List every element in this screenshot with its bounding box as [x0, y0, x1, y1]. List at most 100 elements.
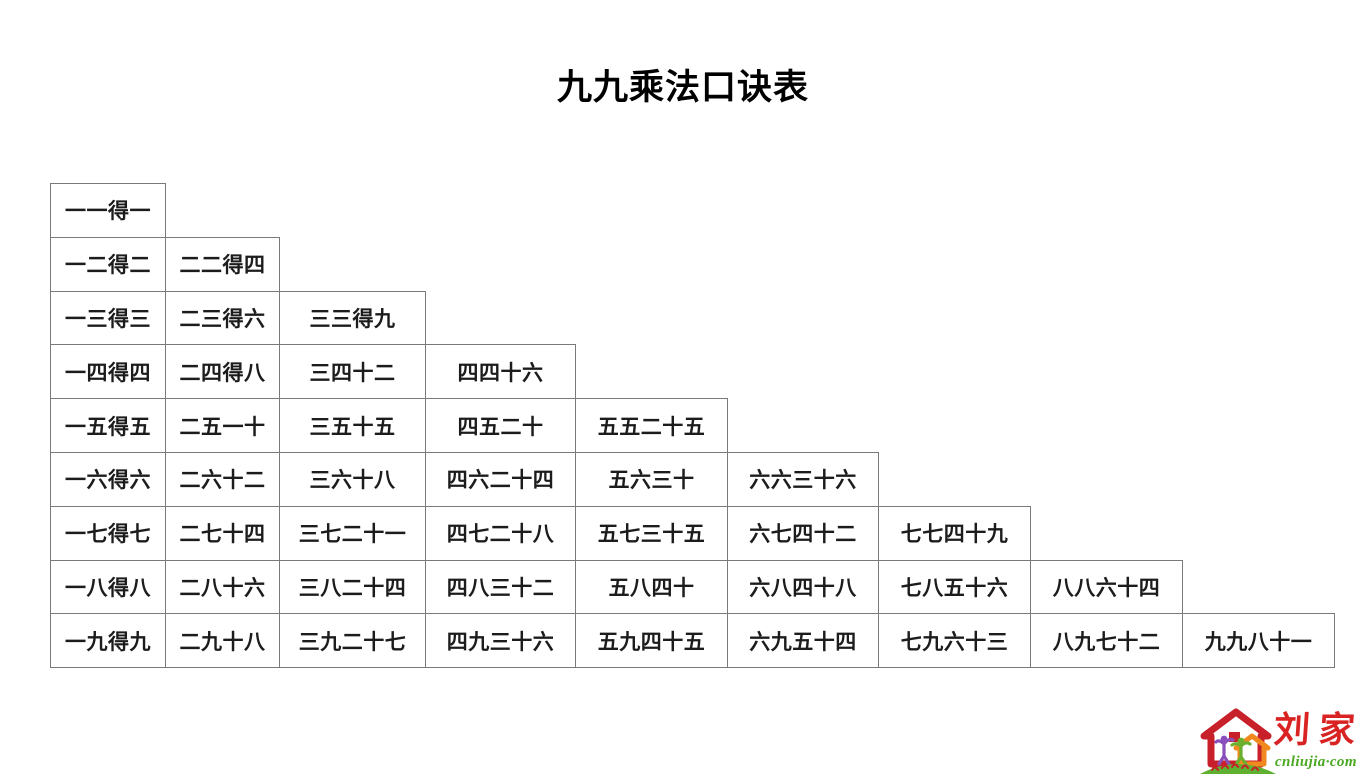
- table-cell-empty: [280, 184, 426, 238]
- table-cell[interactable]: 二八十六: [165, 559, 280, 615]
- table-row: 一四得四 二四得八 三四十二 四四十六: [50, 344, 1335, 400]
- table-cell-empty: [879, 184, 1031, 238]
- table-cell[interactable]: 七九六十三: [878, 613, 1031, 669]
- table-cell-empty: [1183, 452, 1335, 506]
- table-cell[interactable]: 一五得五: [50, 398, 166, 453]
- hill-shape: [1200, 764, 1276, 774]
- table-cell[interactable]: 二二得四: [165, 236, 280, 292]
- brand-name: 刘家: [1272, 710, 1366, 750]
- table-cell[interactable]: 一八得八: [50, 559, 166, 615]
- table-cell[interactable]: 一七得七: [50, 505, 166, 561]
- table-cell-empty: [728, 184, 879, 238]
- table-cell[interactable]: 九九八十一: [1182, 613, 1335, 669]
- table-cell[interactable]: 一一得一: [50, 183, 166, 238]
- table-cell[interactable]: 五九四十五: [575, 613, 728, 669]
- table-cell-empty: [1183, 399, 1335, 453]
- table-cell-empty: [426, 237, 576, 291]
- table-cell[interactable]: 三五十五: [279, 398, 426, 453]
- table-cell[interactable]: 三八二十四: [279, 559, 426, 615]
- figure-purple-icon: [1214, 737, 1235, 766]
- window-shape: [1229, 732, 1240, 742]
- table-row: 一五得五 二五一十 三五十五 四五二十 五五二十五: [50, 398, 1335, 453]
- table-cell-empty: [1183, 291, 1335, 345]
- table-cell[interactable]: 五五二十五: [575, 398, 728, 453]
- table-cell[interactable]: 一二得二: [50, 236, 166, 292]
- table-cell-empty: [1183, 237, 1335, 291]
- table-cell[interactable]: 四六二十四: [425, 451, 576, 507]
- table-row: 一一得一: [50, 183, 1335, 238]
- table-cell[interactable]: 四五二十: [425, 398, 576, 453]
- table-cell[interactable]: 四九三十六: [425, 613, 576, 669]
- table-cell[interactable]: 二五一十: [165, 398, 280, 453]
- table-row: 一六得六 二六十二 三六十八 四六二十四 五六三十 六六三十六: [50, 451, 1335, 507]
- table-cell[interactable]: 五七三十五: [575, 505, 728, 561]
- table-cell-empty: [576, 184, 728, 238]
- table-cell[interactable]: 七七四十九: [878, 505, 1031, 561]
- brand-url: cnliujia·com: [1275, 754, 1357, 770]
- table-cell-empty: [1031, 345, 1183, 399]
- table-row: 一三得三 二三得六 三三得九: [50, 290, 1335, 346]
- table-cell-empty: [166, 184, 280, 238]
- figure-green-head: [1237, 737, 1245, 745]
- table-cell[interactable]: 一三得三: [50, 290, 166, 346]
- table-cell[interactable]: 一六得六: [50, 451, 166, 507]
- table-cell-empty: [879, 452, 1031, 506]
- table-cell-empty: [280, 237, 426, 291]
- table-cell-empty: [1031, 399, 1183, 453]
- table-row: 一二得二 二二得四: [50, 236, 1335, 292]
- table-cell[interactable]: 五六三十: [575, 451, 728, 507]
- table-cell-empty: [879, 399, 1031, 453]
- table-cell[interactable]: 八九七十二: [1030, 613, 1183, 669]
- small-house-shape: [1233, 733, 1271, 767]
- table-cell[interactable]: 三四十二: [279, 344, 426, 400]
- table-cell[interactable]: 三七二十一: [279, 505, 426, 561]
- table-cell-empty: [1183, 184, 1335, 238]
- table-cell[interactable]: 七八五十六: [878, 559, 1031, 615]
- table-cell-empty: [576, 345, 728, 399]
- table-cell[interactable]: 六七四十二: [727, 505, 879, 561]
- table-cell[interactable]: 二三得六: [165, 290, 280, 346]
- table-cell-empty: [728, 237, 879, 291]
- table-cell-empty: [879, 345, 1031, 399]
- table-cell-empty: [728, 345, 879, 399]
- table-cell[interactable]: 三六十八: [279, 451, 426, 507]
- table-cell[interactable]: 一四得四: [50, 344, 166, 400]
- table-cell-empty: [1183, 560, 1335, 614]
- table-cell-empty: [1031, 452, 1183, 506]
- table-cell-empty: [1031, 291, 1183, 345]
- table-cell-empty: [426, 291, 576, 345]
- table-cell[interactable]: 二六十二: [165, 451, 280, 507]
- table-cell[interactable]: 二四得八: [165, 344, 280, 400]
- table-cell-empty: [576, 237, 728, 291]
- table-cell[interactable]: 六八四十八: [727, 559, 879, 615]
- table-cell[interactable]: 四八三十二: [425, 559, 576, 615]
- site-watermark: 刘家 cnliujia·com: [1196, 706, 1366, 780]
- house-logo-icon: [1200, 708, 1276, 774]
- table-cell[interactable]: 五八四十: [575, 559, 728, 615]
- hill-grass-accents: [1211, 763, 1259, 771]
- multiplication-table-body: 一一得一 一二得二 二二得四 一三得三 二三得六 三三得九: [50, 183, 1335, 669]
- table-cell[interactable]: 三九二十七: [279, 613, 426, 669]
- table-cell-empty: [879, 291, 1031, 345]
- table-cell[interactable]: 六九五十四: [727, 613, 879, 669]
- table-row: 一七得七 二七十四 三七二十一 四七二十八 五七三十五 六七四十二 七七四十九: [50, 505, 1335, 561]
- table-cell[interactable]: 三三得九: [279, 290, 426, 346]
- table-cell-empty: [728, 399, 879, 453]
- table-cell[interactable]: 六六三十六: [727, 451, 879, 507]
- table-cell-empty: [576, 291, 728, 345]
- table-cell-empty: [1031, 184, 1183, 238]
- table-cell[interactable]: 四四十六: [425, 344, 576, 400]
- table-cell[interactable]: 二七十四: [165, 505, 280, 561]
- table-cell-empty: [1183, 506, 1335, 560]
- table-cell-empty: [728, 291, 879, 345]
- table-cell-empty: [1031, 237, 1183, 291]
- table-cell[interactable]: 二九十八: [165, 613, 280, 669]
- table-cell[interactable]: 八八六十四: [1030, 559, 1183, 615]
- figure-purple-head: [1220, 735, 1228, 743]
- multiplication-table: 一一得一 一二得二 二二得四 一三得三 二三得六 三三得九: [50, 183, 1335, 669]
- table-cell[interactable]: 四七二十八: [425, 505, 576, 561]
- table-cell-empty: [426, 184, 576, 238]
- table-cell-empty: [1183, 345, 1335, 399]
- table-row: 一九得九 二九十八 三九二十七 四九三十六 五九四十五 六九五十四 七九六十三 …: [50, 613, 1335, 669]
- table-cell[interactable]: 一九得九: [50, 613, 166, 669]
